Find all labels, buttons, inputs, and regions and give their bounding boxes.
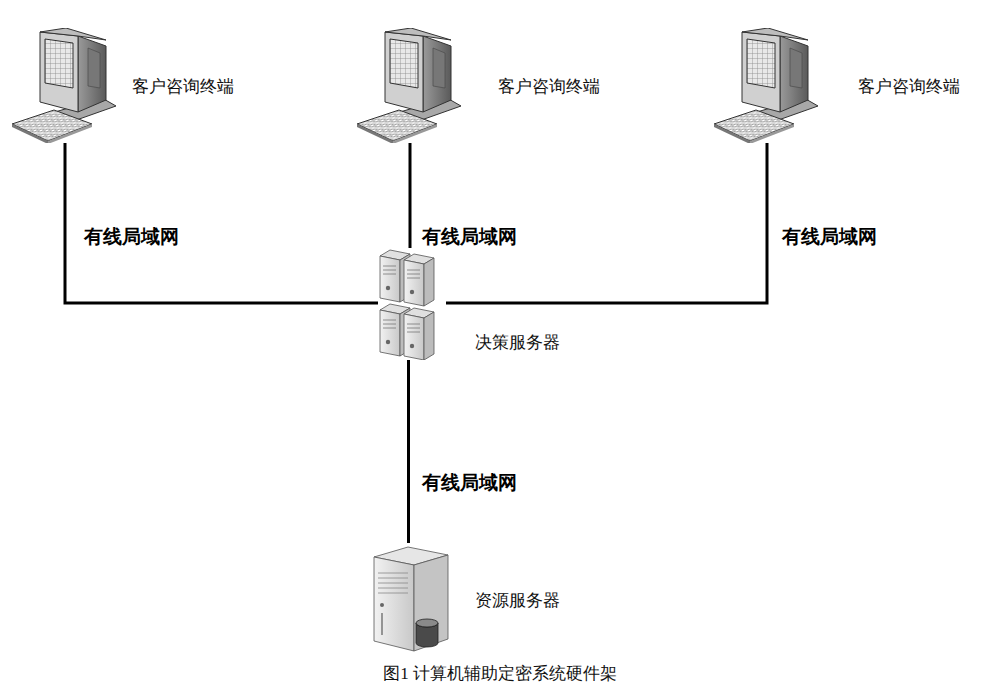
client-terminal-icon	[355, 28, 465, 143]
figure-caption: 图1 计算机辅助定密系统硬件架	[383, 664, 617, 683]
connector-line	[446, 143, 767, 303]
decision-server-icon	[378, 248, 446, 360]
edge-label: 有线局域网	[420, 470, 519, 496]
edge-label: 有线局域网	[780, 224, 879, 250]
edge-label: 有线局域网	[420, 224, 519, 250]
client-terminal: 客户咨询终端	[10, 28, 120, 143]
caption-row: 图1 计算机辅助定密系统硬件架	[0, 662, 1000, 685]
decision-server: 决策服务器	[378, 248, 446, 360]
node-label: 客户咨询终端	[856, 75, 962, 98]
client-terminal: 客户咨询终端	[712, 28, 822, 143]
node-label: 决策服务器	[473, 331, 562, 354]
client-terminal-icon	[712, 28, 822, 143]
node-label: 客户咨询终端	[496, 75, 602, 98]
client-terminal: 客户咨询终端	[355, 28, 465, 143]
node-label: 资源服务器	[473, 589, 562, 612]
client-terminal-icon	[10, 28, 120, 143]
resource-server: 资源服务器	[368, 543, 453, 655]
lan-connector	[65, 143, 378, 303]
connector-line	[65, 143, 378, 303]
lan-connector	[410, 143, 411, 248]
resource-server-icon	[368, 543, 453, 655]
connector-line	[407, 360, 410, 543]
lan-connector	[408, 360, 409, 543]
connector-line	[409, 143, 412, 248]
edge-label: 有线局域网	[82, 224, 181, 250]
lan-connector	[446, 143, 767, 303]
node-label: 客户咨询终端	[130, 75, 236, 98]
